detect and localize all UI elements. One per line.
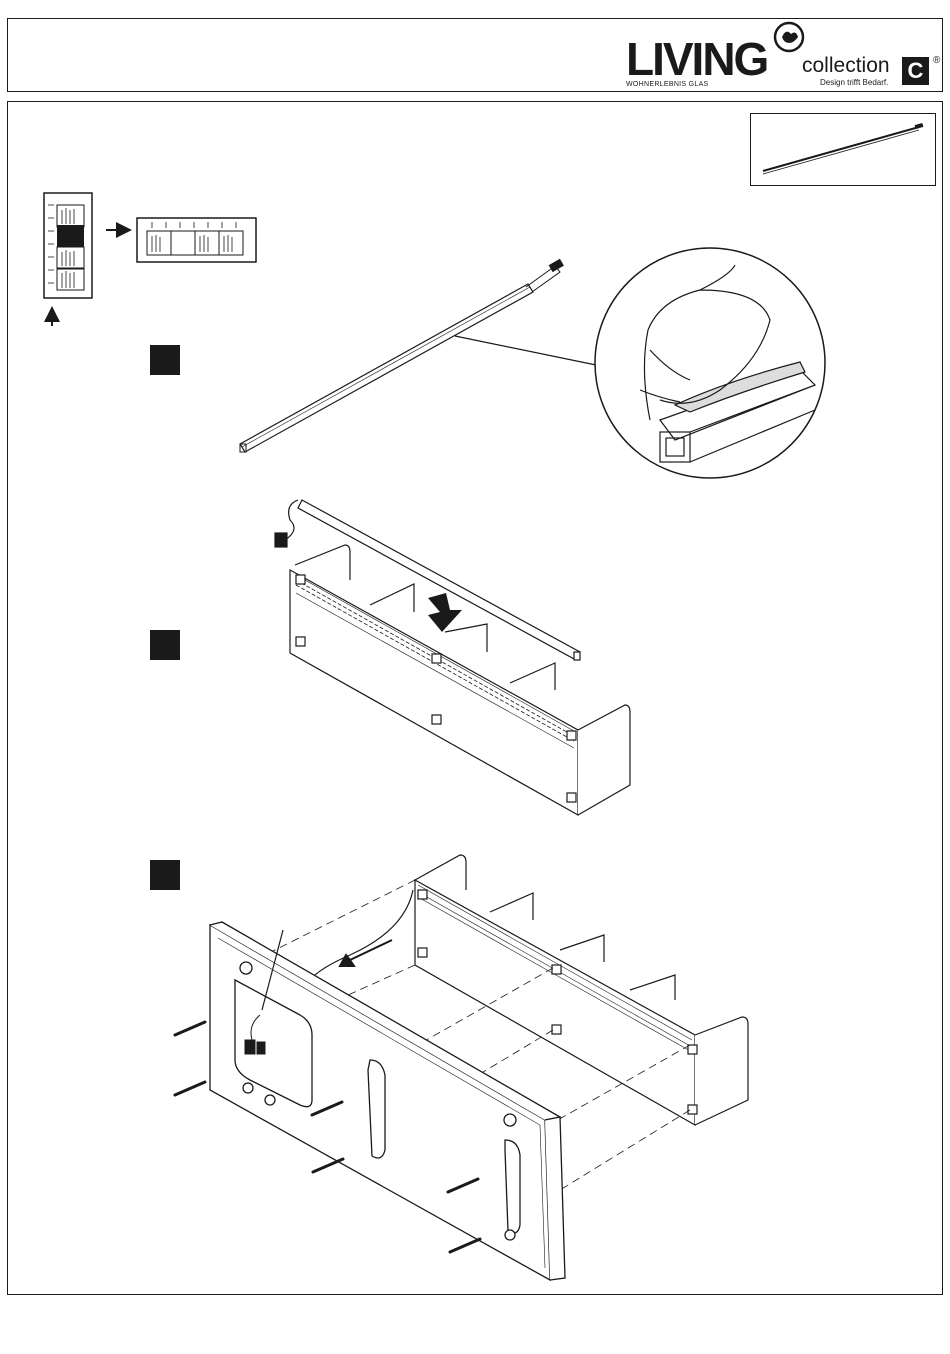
orientation-horizontal-thumbnail — [137, 218, 256, 262]
arrow-down-icon — [428, 593, 462, 632]
arrow-left-icon — [340, 940, 392, 966]
led-profile-strip — [240, 259, 563, 452]
cabinet-step-2 — [275, 500, 630, 815]
detail-magnifier-circle — [595, 248, 825, 478]
detail-callout-line — [455, 336, 596, 365]
orientation-vertical-thumbnail — [44, 193, 92, 298]
